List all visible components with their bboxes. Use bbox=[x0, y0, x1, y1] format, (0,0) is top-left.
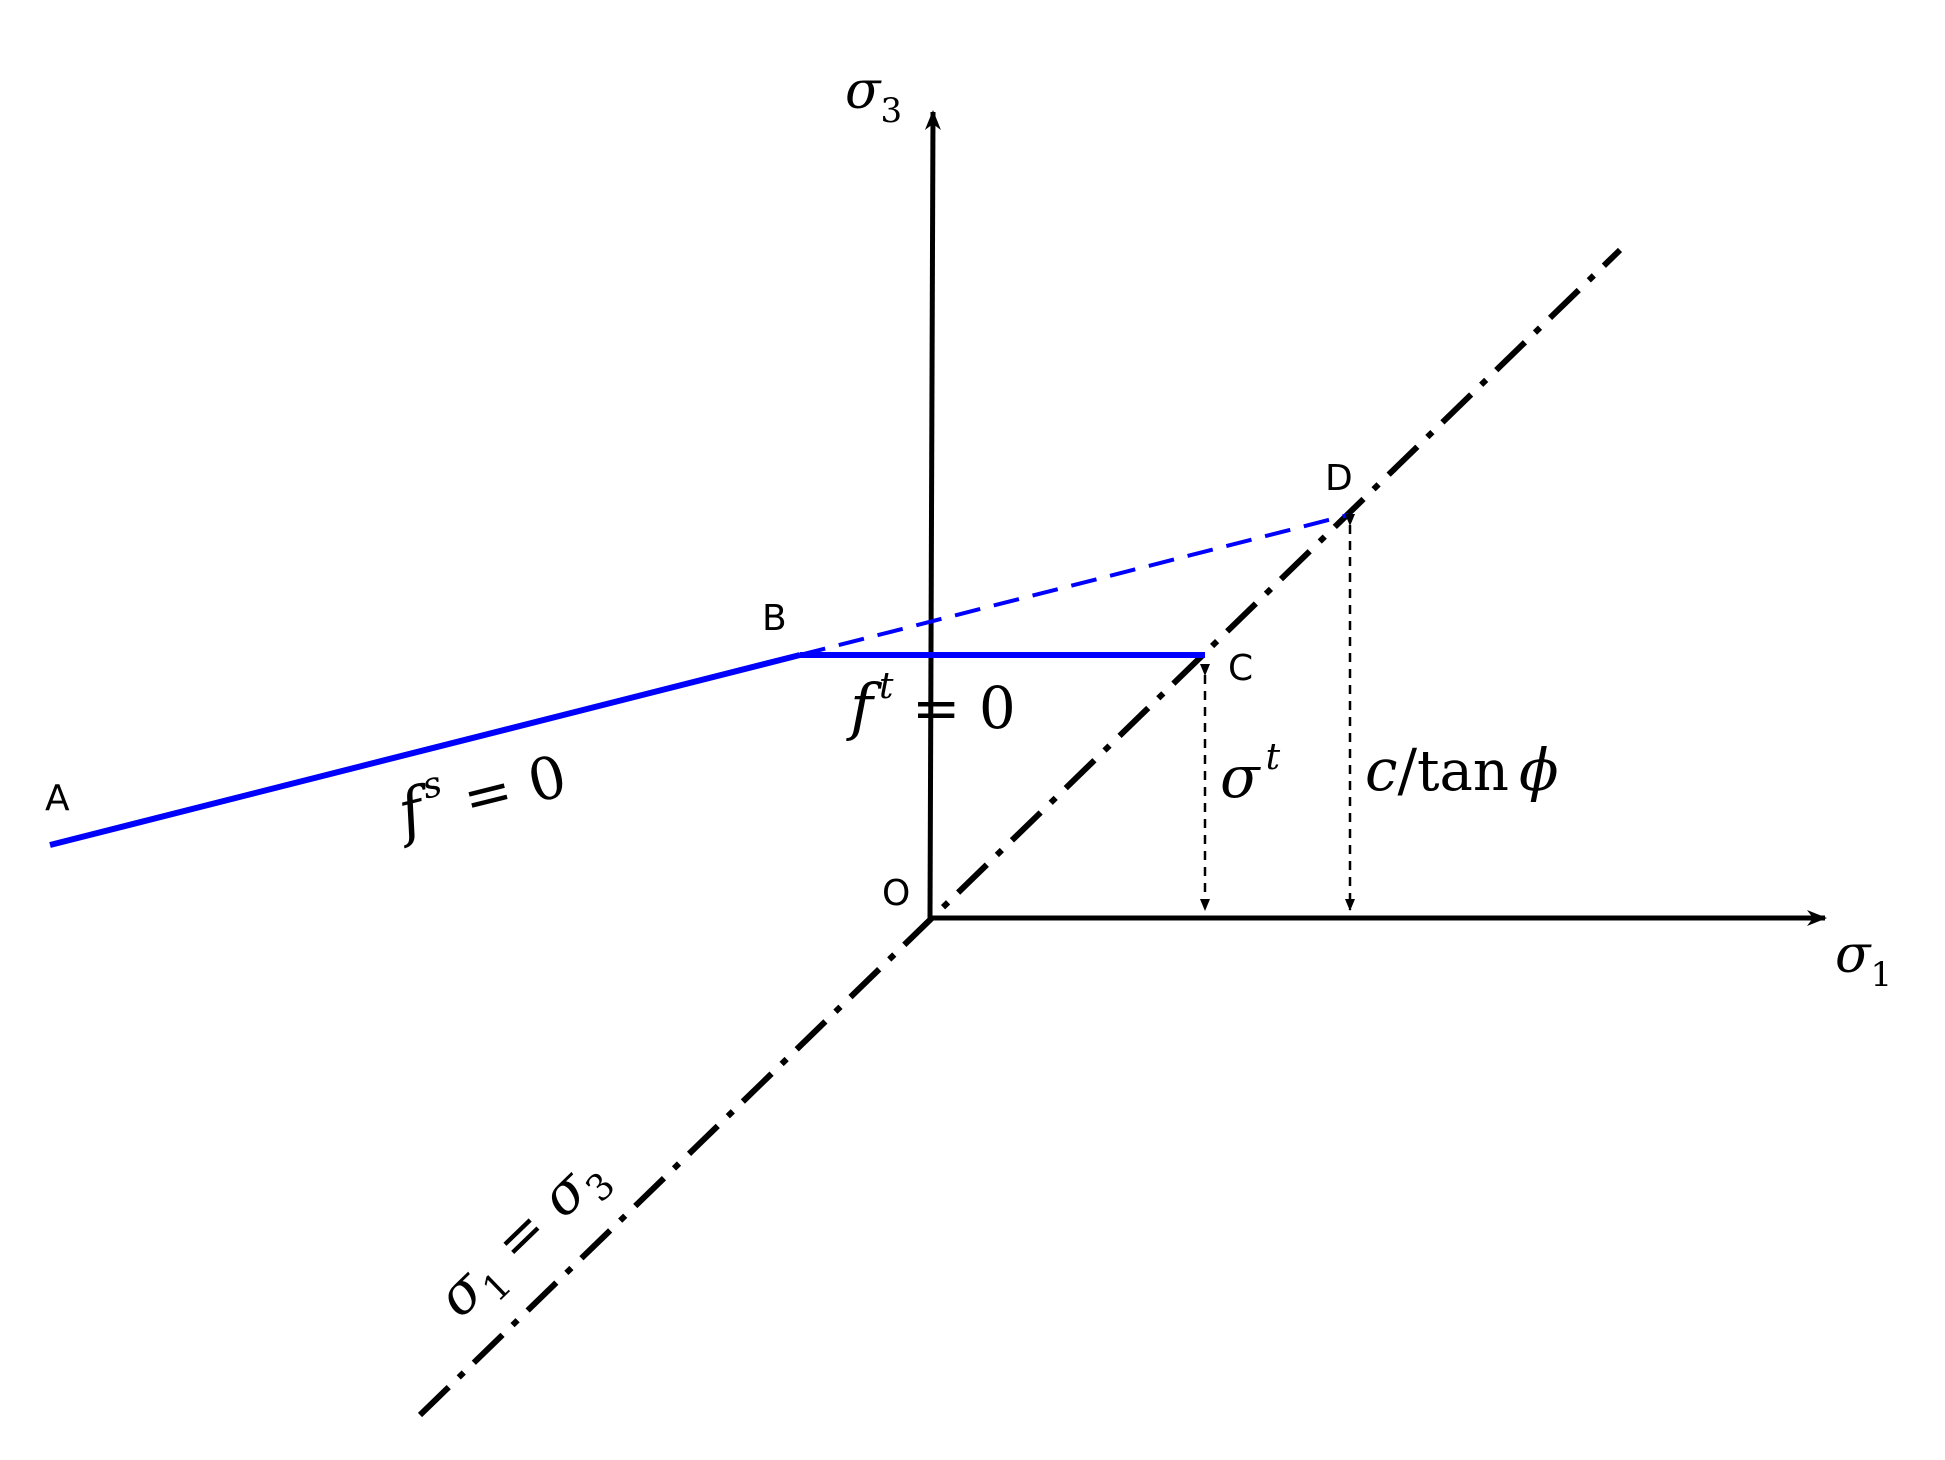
sigma3-axis-label: σ3 bbox=[845, 61, 902, 131]
shear-envelope-line bbox=[49, 652, 801, 848]
point-a-label: A bbox=[45, 778, 70, 819]
sigma1-axis-label: σ1 bbox=[1835, 925, 1892, 995]
point-c-label: C bbox=[1228, 648, 1253, 689]
equal-stress-line bbox=[417, 247, 1623, 1418]
point-d-label: D bbox=[1325, 458, 1353, 499]
shear-envelope-extension bbox=[799, 513, 1349, 657]
point-b-label: B bbox=[762, 598, 787, 639]
point-o-label: O bbox=[882, 873, 910, 914]
sigma3-axis bbox=[924, 110, 941, 919]
equal-stress-label: σ1 = σ3 bbox=[425, 1141, 624, 1337]
